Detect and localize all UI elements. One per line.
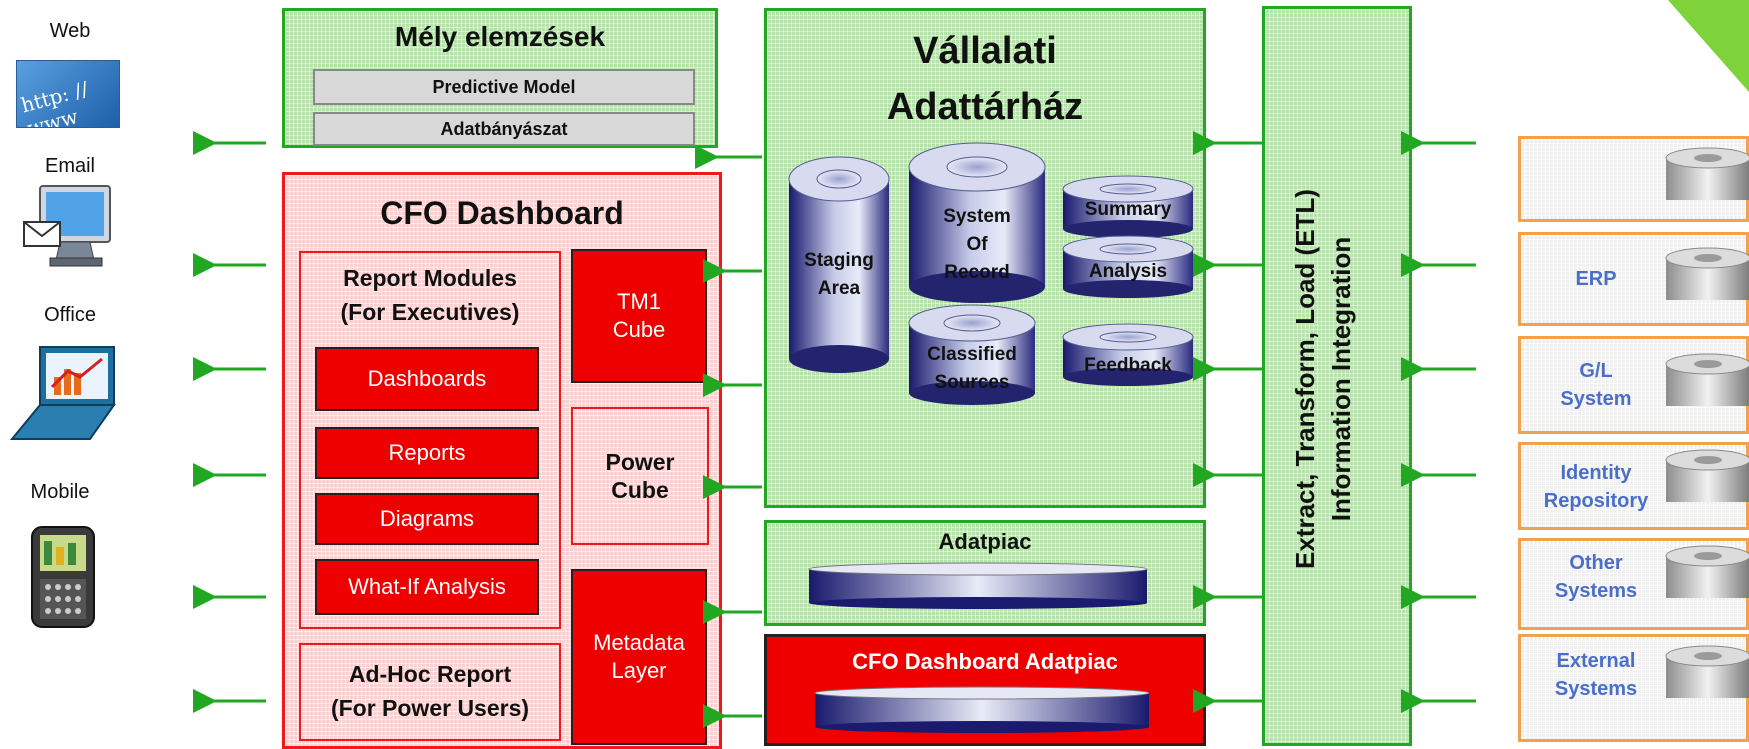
channel-office-label: Office: [44, 304, 96, 326]
power-cube-box: Power Cube: [571, 407, 709, 545]
source-box-identity-repository: Identity Repository: [1518, 442, 1749, 530]
cfo-adatpiac-disk: [814, 686, 1150, 733]
source-box-erp: ERP: [1518, 232, 1749, 326]
source-identity-repository-label: Identity Repository: [1543, 462, 1649, 512]
predictive-model-bar: Predictive Model: [313, 69, 695, 105]
adhoc-report-title: Ad-Hoc Report (For Power Users): [330, 661, 530, 721]
email-icon: [22, 182, 114, 274]
etl-text-block: Extract, Transform, Load (ETL) Informati…: [1287, 29, 1387, 729]
summary-label: Summary: [1084, 199, 1172, 220]
mely-elemzesek-panel: Mély elemzések Predictive Model Adatbány…: [282, 8, 718, 148]
staging-area-label: Staging Area: [804, 250, 874, 299]
adatpiac-panel: Adatpiac: [764, 520, 1206, 626]
corner-ribbon: [1668, 0, 1749, 92]
classified-sources-label: Classified Sources: [927, 344, 1017, 393]
channel-email-label: Email: [44, 155, 95, 177]
source-box-gl-system: G/L System: [1518, 336, 1749, 434]
system-of-record-label: System Of Record: [943, 206, 1011, 283]
channel-mobile-label: Mobile: [30, 481, 90, 503]
smartphone-icon: [26, 525, 100, 629]
system-of-record-cylinder: [908, 142, 1046, 303]
source-box-other-systems: Other Systems: [1518, 538, 1749, 630]
feedback-cylinder: [1062, 323, 1194, 386]
adatbanyaszat-bar: Adatbányászat: [313, 112, 695, 146]
feedback-label: Feedback: [1084, 355, 1172, 376]
adatpiac-disk: [808, 562, 1148, 609]
etl-panel: Extract, Transform, Load (ETL) Informati…: [1262, 6, 1412, 746]
vallalati-adattarhaz-panel: Vállalati Adattárház: [764, 8, 1206, 508]
classified-sources-cylinder: [908, 304, 1036, 405]
cfo-dashboard-adatpiac-panel: CFO Dashboard Adatpiac: [764, 634, 1206, 746]
cfo-dashboard-adatpiac-title: CFO Dashboard Adatpiac: [852, 649, 1118, 674]
warehouse-cylinders: [788, 142, 1194, 405]
metadata-layer-block[interactable]: Metadata Layer: [571, 569, 707, 745]
tm1-cube-block[interactable]: TM1 Cube: [571, 249, 707, 383]
cfo-dashboard-panel: CFO Dashboard Report Modules (For Execut…: [282, 172, 722, 749]
module-what-if-analysis[interactable]: What-If Analysis: [315, 559, 539, 615]
laptop-chart-icon: [10, 343, 118, 443]
vallalati-adattarhaz-title: Vállalati Adattárház: [886, 30, 1084, 128]
staging-area-cylinder: [788, 156, 890, 373]
module-reports[interactable]: Reports: [315, 427, 539, 479]
report-modules-box: Report Modules (For Executives) Dashboar…: [299, 251, 561, 629]
source-external-systems-label: External Systems: [1554, 650, 1638, 700]
channel-web-label: Web: [49, 20, 91, 42]
source-box-external-systems: External Systems: [1518, 634, 1749, 742]
source-box-1: [1518, 136, 1749, 222]
analysis-label: Analysis: [1088, 261, 1168, 282]
power-cube-label: Power Cube: [605, 449, 675, 503]
adhoc-report-box: Ad-Hoc Report (For Power Users): [299, 643, 561, 741]
source-other-systems-label: Other Systems: [1554, 552, 1638, 602]
module-dashboards[interactable]: Dashboards: [315, 347, 539, 411]
summary-cylinder: [1062, 175, 1194, 238]
source-gl-system-label: G/L System: [1560, 360, 1632, 410]
etl-line-2: Information Integration: [1326, 236, 1356, 522]
adatpiac-title: Adatpiac: [938, 529, 1032, 554]
mely-elemzesek-title: Mély elemzések: [394, 21, 606, 52]
cfo-dashboard-title: CFO Dashboard: [380, 195, 624, 231]
web-icon: http: // www: [16, 60, 120, 128]
report-modules-title: Report Modules (For Executives): [340, 265, 520, 325]
etl-line-1: Extract, Transform, Load (ETL): [1290, 189, 1320, 569]
analysis-cylinder: [1062, 235, 1194, 298]
module-diagrams[interactable]: Diagrams: [315, 493, 539, 545]
source-erp-label: ERP: [1575, 268, 1617, 290]
